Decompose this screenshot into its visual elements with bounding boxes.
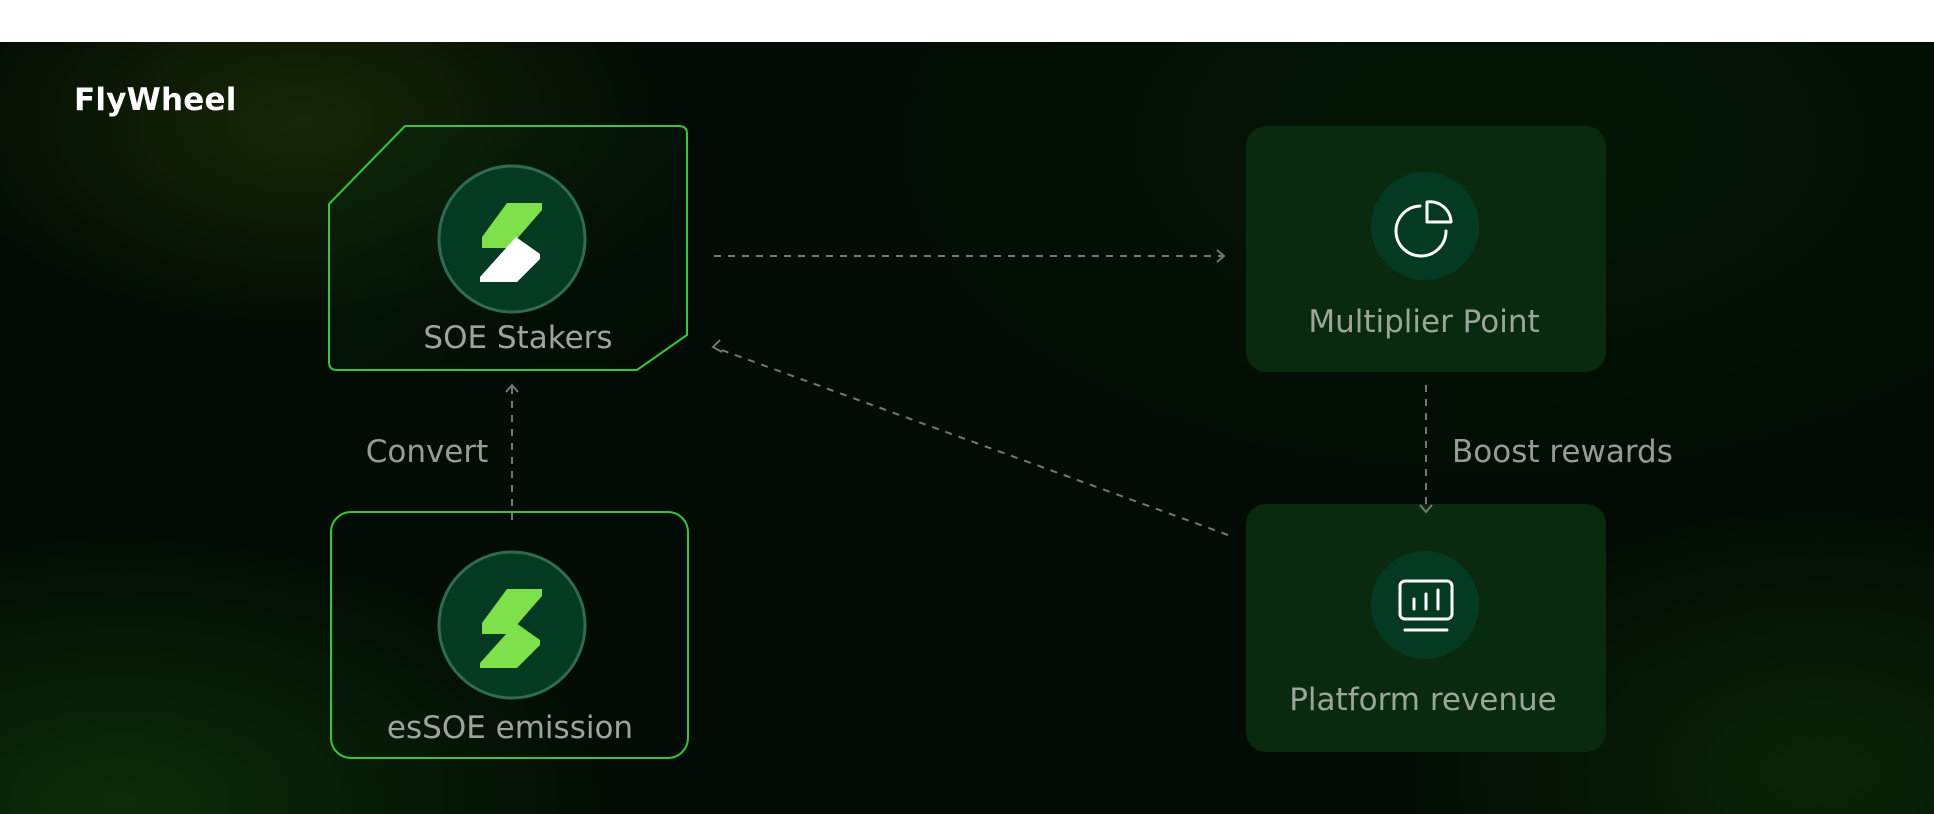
essoe-emission-card xyxy=(330,511,689,759)
revenue-chart-icon xyxy=(1371,551,1479,659)
multiplier-point-label: Multiplier Point xyxy=(1308,304,1539,340)
soe-stakers-label: SOE Stakers xyxy=(423,320,612,356)
node-soe-stakers: SOE Stakers xyxy=(328,125,688,371)
node-platform-revenue: Platform revenue xyxy=(1246,504,1606,752)
boost-rewards-label: Boost rewards xyxy=(1452,434,1673,470)
essoe-emission-label: esSOE emission xyxy=(387,710,633,746)
essoe-logo-icon xyxy=(437,550,587,700)
platform-revenue-label: Platform revenue xyxy=(1289,682,1557,718)
pie-chart-icon xyxy=(1371,172,1479,280)
edge-convert: Convert xyxy=(366,383,519,520)
soe-logo-icon xyxy=(437,164,587,314)
flywheel-diagram: SOE Stakers esSOE emission Multiplier Po… xyxy=(328,125,1673,759)
convert-label: Convert xyxy=(366,434,489,470)
brand-title: FlyWheel xyxy=(74,82,237,118)
flywheel-panel: FlyWheel SOE Stakers xyxy=(0,42,1934,814)
edge-stakers-to-multiplier xyxy=(714,249,1226,263)
node-multiplier-point: Multiplier Point xyxy=(1246,126,1606,372)
edge-revenue-to-stakers xyxy=(711,339,1229,536)
edge-boost-rewards: Boost rewards xyxy=(1419,385,1673,514)
node-essoe-emission: esSOE emission xyxy=(330,511,689,759)
